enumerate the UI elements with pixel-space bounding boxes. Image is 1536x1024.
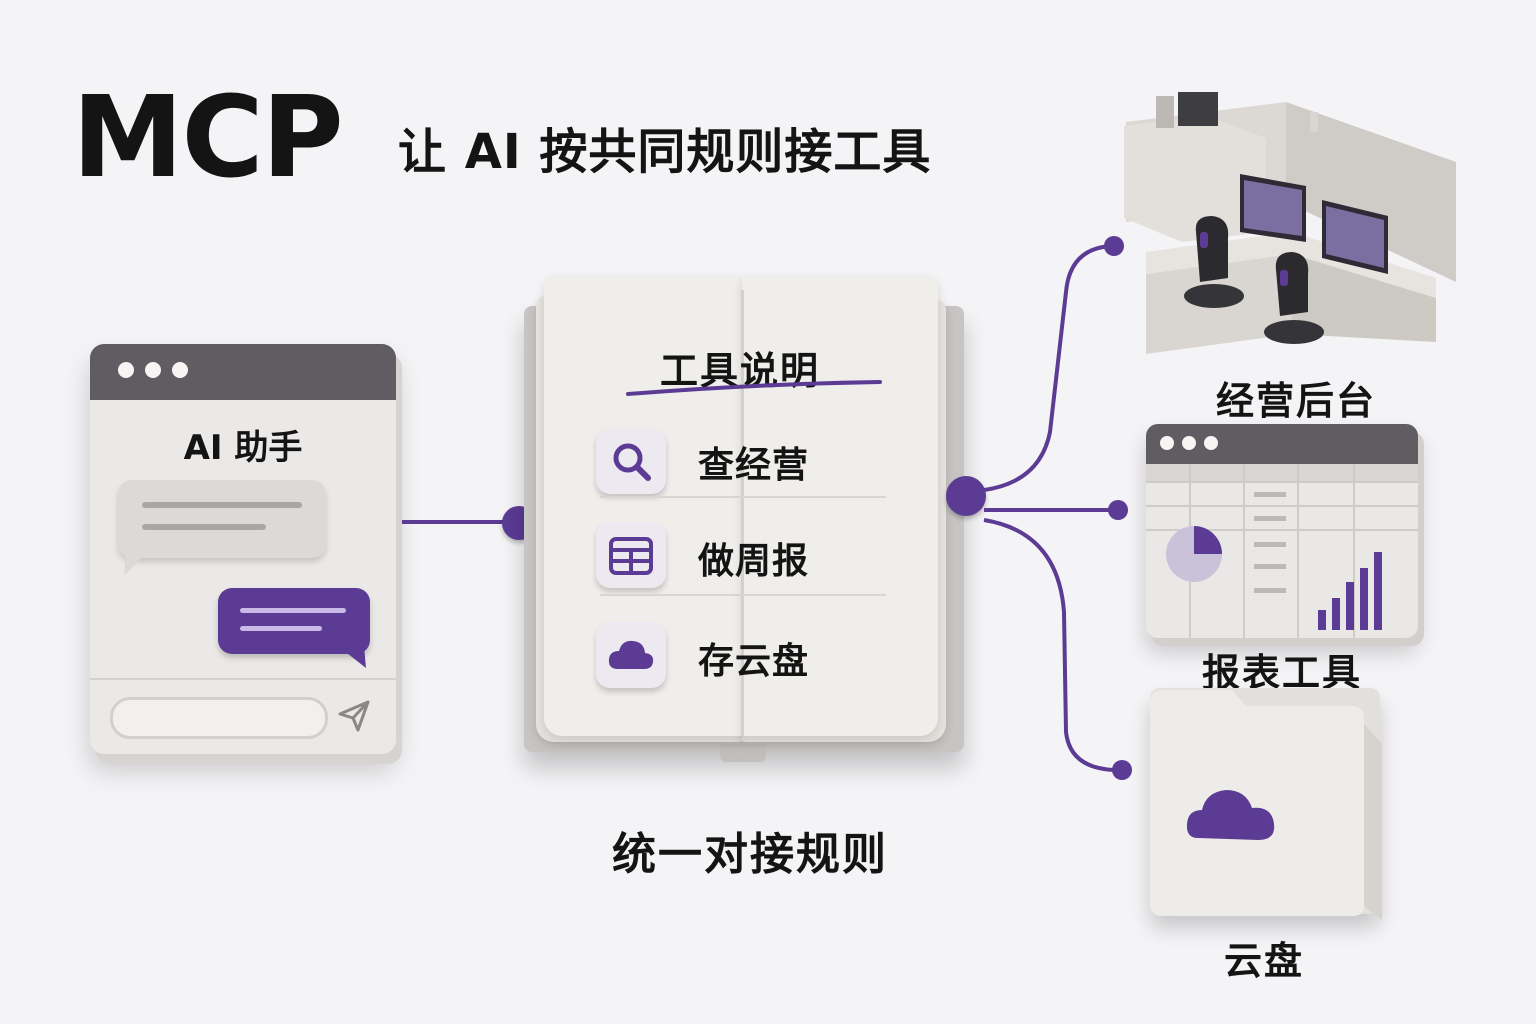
window-dot-icon <box>1160 436 1174 450</box>
connector-node <box>946 476 986 516</box>
input-divider <box>90 678 396 680</box>
assistant-title: AI 助手 <box>183 428 303 468</box>
chat-bubble-tail-icon <box>124 550 148 576</box>
connector-node <box>1112 760 1132 780</box>
chat-bubble-tail-icon <box>338 646 366 668</box>
window-dot-icon <box>118 362 134 378</box>
calendar-icon[interactable] <box>596 522 666 588</box>
cloud-glyph <box>608 640 654 669</box>
tool-label-cloud: 存云盘 <box>698 641 810 682</box>
target-label-backend: 经营后台 <box>1215 379 1376 423</box>
page-subtitle: 让 AI 按共同规则接工具 <box>398 124 932 180</box>
bubble-text-line <box>142 524 266 530</box>
window-dot-icon <box>1182 436 1196 450</box>
cloud-icon[interactable] <box>596 622 666 688</box>
message-input[interactable] <box>110 697 328 739</box>
send-icon[interactable] <box>336 698 372 734</box>
tool-label-query: 查经营 <box>698 445 810 486</box>
target-label-report: 报表工具 <box>1201 651 1362 695</box>
report-table <box>1146 464 1418 638</box>
search-icon[interactable] <box>596 428 666 494</box>
window-dot-icon <box>145 362 161 378</box>
connector-node <box>1108 500 1128 520</box>
folder-cloud-icon <box>1150 690 1382 920</box>
search-glyph <box>613 443 651 481</box>
manual-caption: 统一对接规则 <box>612 829 888 880</box>
book-clasp <box>720 744 766 762</box>
book-page-right <box>742 276 938 736</box>
chat-bubble-icon <box>218 588 370 654</box>
office-icon <box>1124 92 1456 354</box>
tool-label-report: 做周报 <box>698 541 810 582</box>
assistant-window-titlebar <box>90 344 396 400</box>
bubble-text-line <box>240 608 346 613</box>
connector-node <box>1104 236 1124 256</box>
window-dot-icon <box>1204 436 1218 450</box>
calendar-glyph <box>609 537 653 575</box>
bubble-text-line <box>142 502 302 508</box>
book-spine-fold <box>741 290 744 736</box>
report-icon <box>1146 424 1418 638</box>
tool-divider <box>600 594 886 596</box>
connector-line <box>402 520 512 524</box>
bubble-text-line <box>240 626 322 631</box>
target-label-cloud: 云盘 <box>1223 939 1304 983</box>
page-title: MCP <box>72 73 344 203</box>
tool-divider <box>600 496 886 498</box>
connector-lines <box>983 244 1115 772</box>
title-underline <box>626 380 882 396</box>
window-dot-icon <box>172 362 188 378</box>
chat-bubble-icon <box>118 480 326 558</box>
